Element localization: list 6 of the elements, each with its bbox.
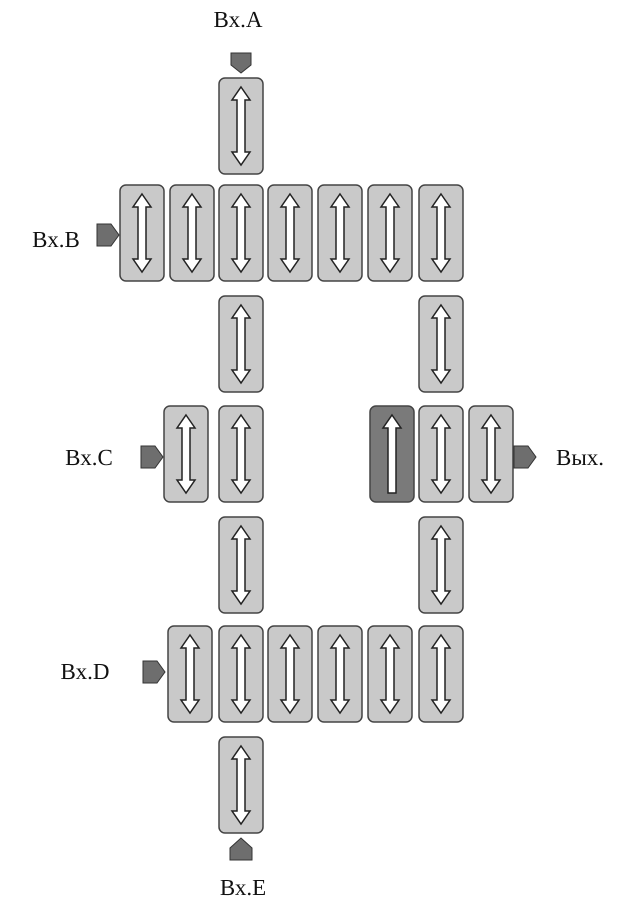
port-label: Вх.C — [65, 445, 113, 471]
port-label: Вх.B — [32, 227, 80, 253]
port-label: Вых. — [556, 445, 604, 471]
port-label: Вх.E — [220, 875, 266, 901]
port-label: Вх.A — [214, 7, 262, 33]
port-label: Вх.D — [60, 659, 110, 685]
